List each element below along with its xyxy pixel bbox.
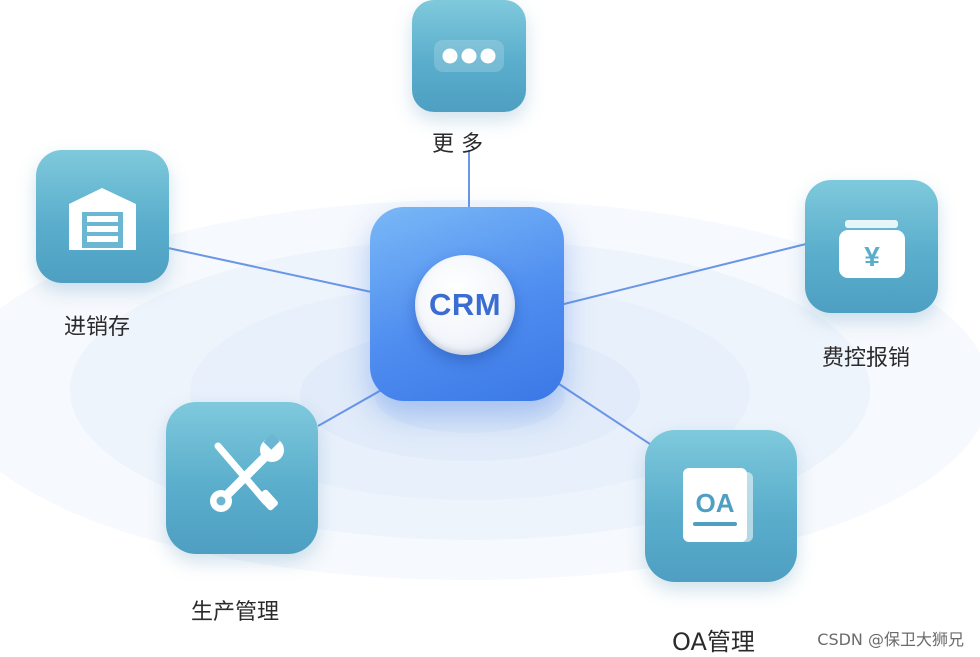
crm-badge: CRM	[415, 255, 515, 355]
oa-node[interactable]: OA	[645, 430, 797, 582]
more-dots-icon	[434, 40, 504, 72]
oa-icon-text: OA	[696, 488, 735, 518]
crm-center-node[interactable]: CRM	[370, 207, 564, 401]
link-inventory	[167, 247, 377, 294]
watermark: CSDN @保卫大狮兄	[817, 630, 964, 649]
inventory-node[interactable]	[36, 150, 169, 283]
oa-label: OA管理	[672, 628, 755, 656]
more-node[interactable]	[412, 0, 526, 112]
warehouse-icon	[69, 188, 136, 250]
production-label: 生产管理	[191, 600, 280, 625]
expense-node[interactable]: ¥	[805, 180, 938, 313]
oa-document-icon: OA	[683, 468, 753, 542]
crm-label: CRM	[428, 287, 502, 322]
inventory-label: 进销存	[64, 315, 131, 340]
link-production	[317, 387, 386, 427]
link-expense	[559, 243, 807, 306]
svg-text:¥: ¥	[864, 241, 880, 272]
production-node[interactable]	[166, 402, 318, 554]
expense-label: 费控报销	[822, 346, 911, 371]
link-oa	[555, 381, 657, 449]
wrench-screwdriver-icon	[210, 433, 284, 512]
more-label: 更 多	[432, 132, 483, 157]
yen-wallet-icon: ¥	[839, 220, 905, 278]
